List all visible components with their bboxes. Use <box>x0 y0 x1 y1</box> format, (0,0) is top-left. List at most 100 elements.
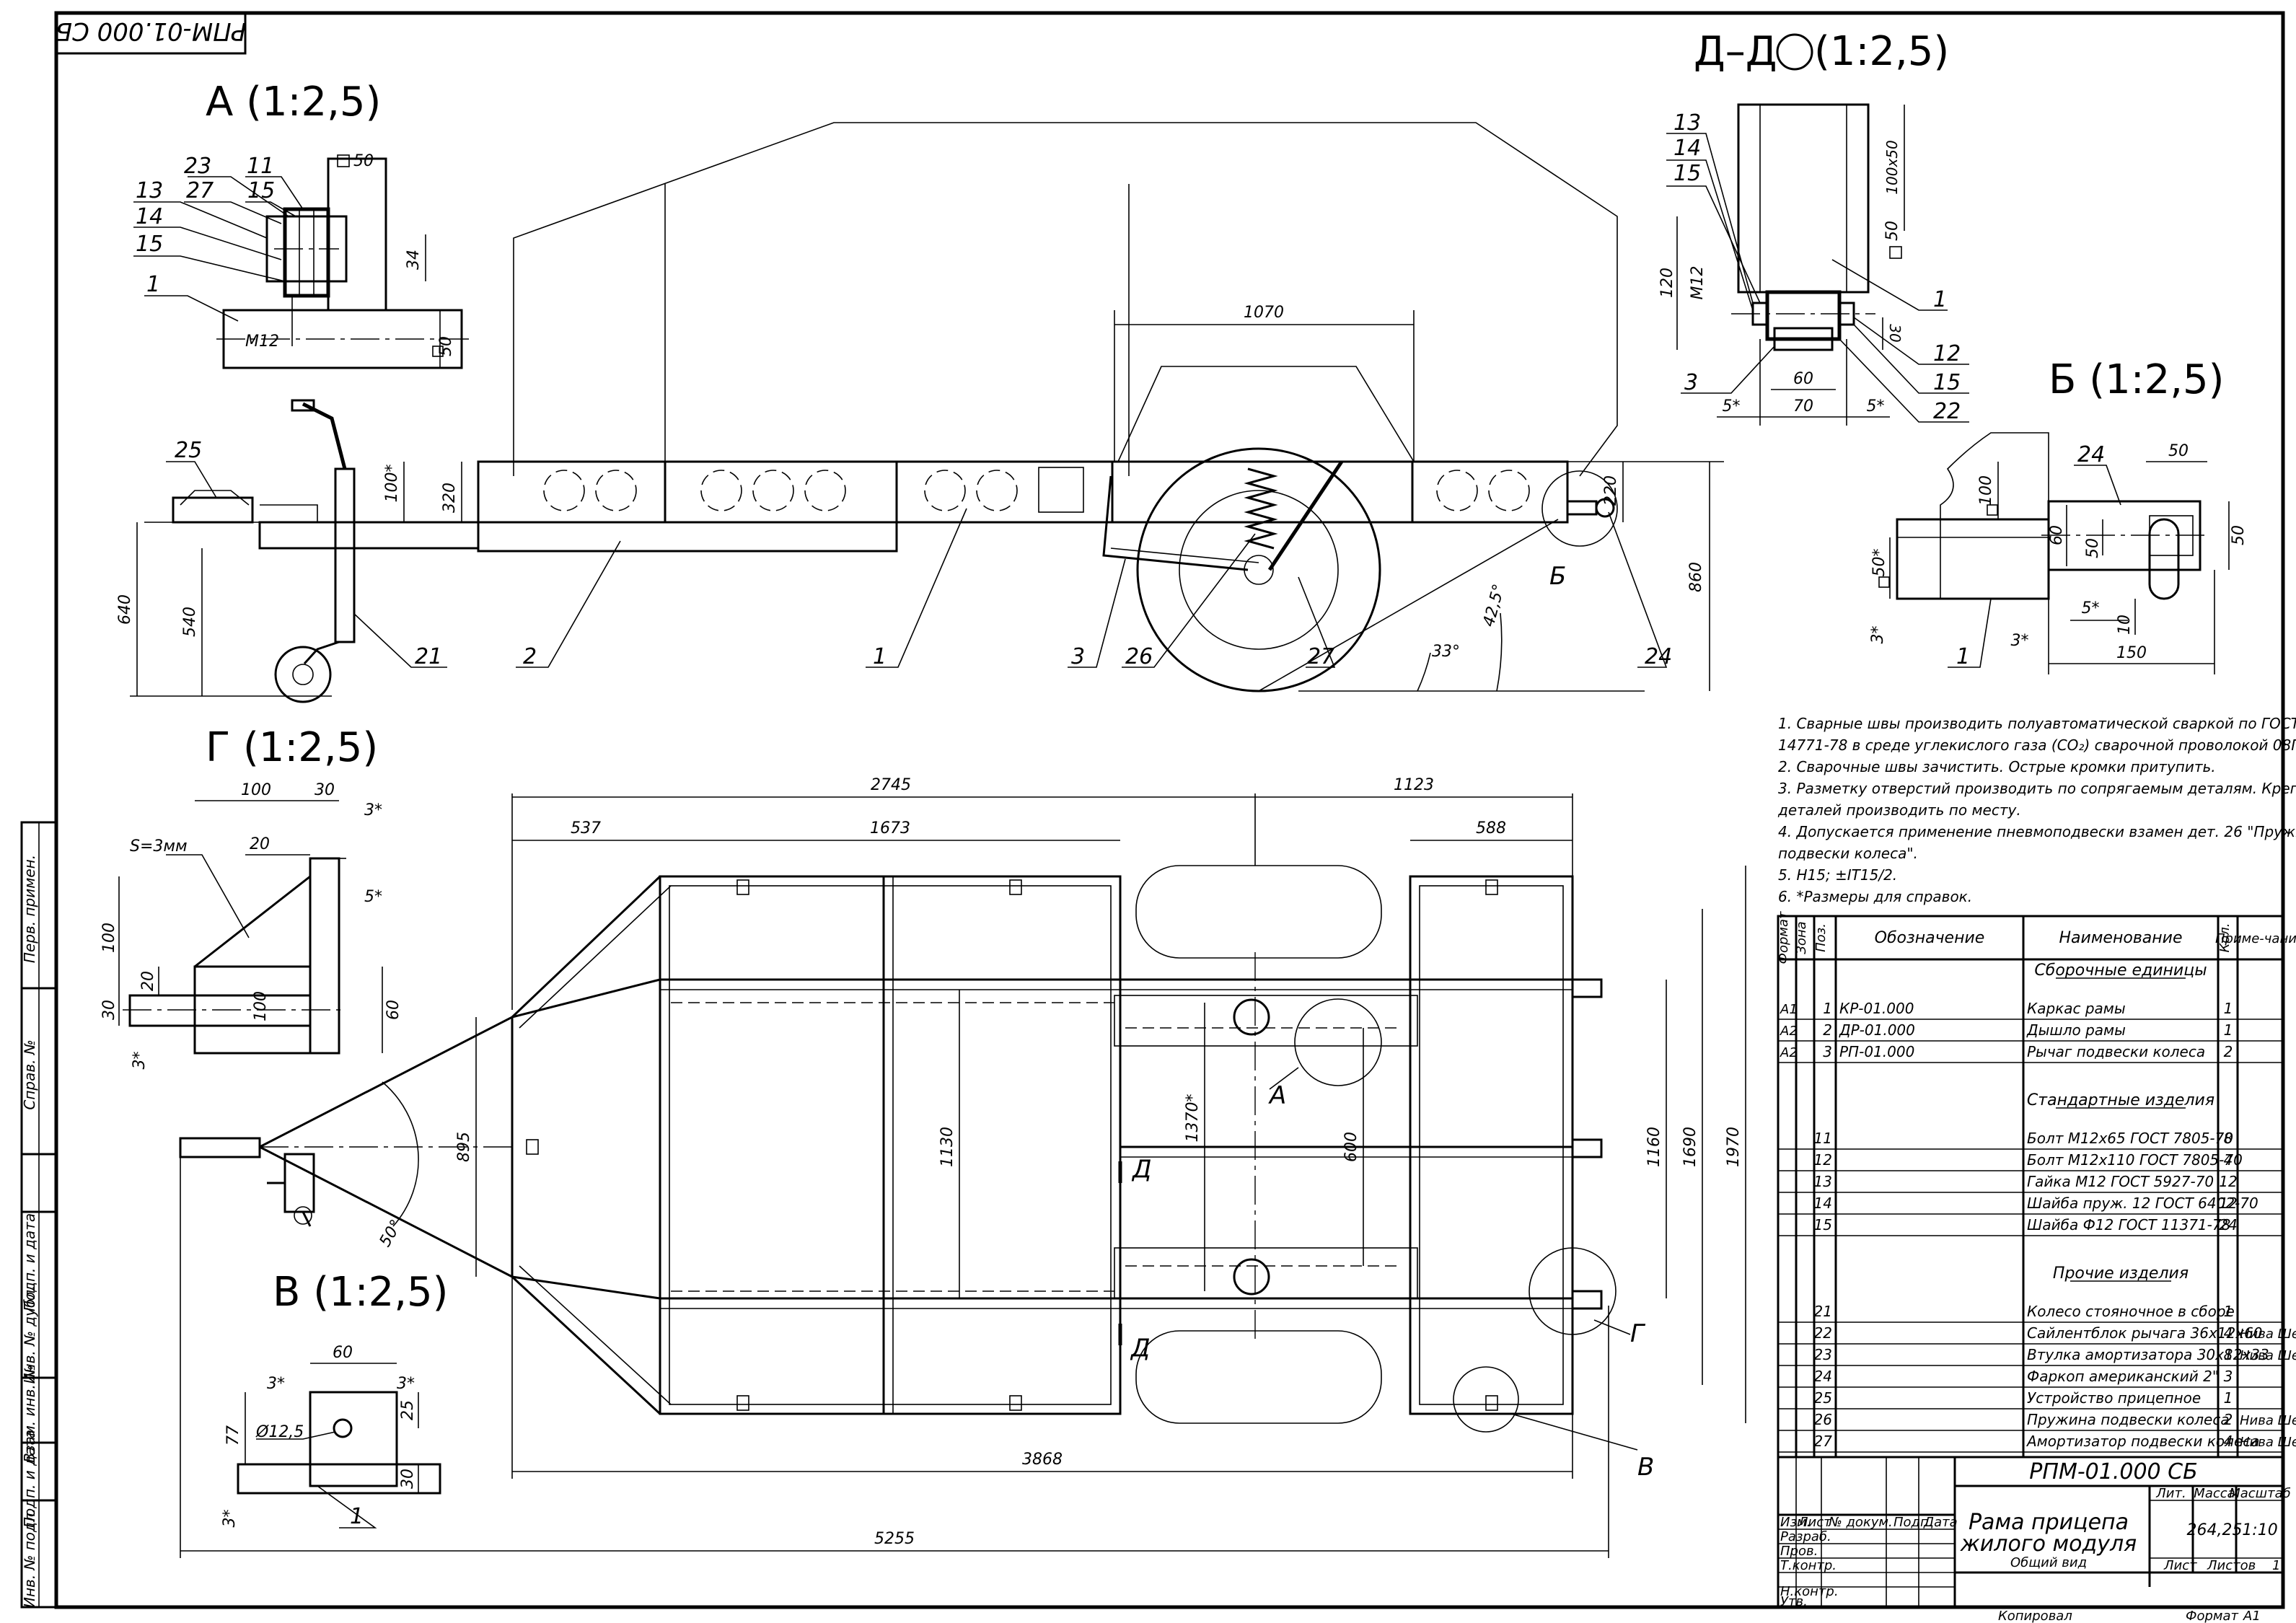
a-pos-15: 15 <box>247 178 275 203</box>
v-dim-25: 25 <box>399 1400 417 1420</box>
title-name-2: жилого модуля <box>1960 1531 2137 1557</box>
dim-1690: 1690 <box>1681 1127 1699 1167</box>
spec-cell-pos: 14 <box>1814 1195 1832 1212</box>
callout-A-plan: А <box>1268 1081 1286 1110</box>
side-pos-2: 2 <box>523 644 537 669</box>
spec-cell-name: Рычаг подвески колеса <box>2027 1043 2205 1060</box>
spec-section-weld: Сборочные единицы <box>2034 962 2207 980</box>
spec-h-zone: Зона <box>1794 921 1809 954</box>
dim-600: 600 <box>1342 1132 1360 1162</box>
spec-cell-qty: 4 <box>2224 1151 2233 1169</box>
b-dim-60: 60 <box>2048 525 2066 545</box>
title-sheets-n: 1 <box>2272 1558 2280 1573</box>
spec-cell-code: ДР-01.000 <box>1839 1021 1915 1039</box>
title-list: Лист <box>1798 1515 1831 1530</box>
spec-cell-qty: 2 <box>2224 1411 2233 1428</box>
view-dd-title-left: Д–Д <box>1694 28 1777 75</box>
spec-h-note: Приме-чание <box>2215 931 2296 946</box>
title-lit: Лит. <box>2155 1486 2186 1501</box>
side-pos-3: 3 <box>1071 644 1085 669</box>
spec-cell-pos: 23 <box>1814 1346 1832 1363</box>
spec-cell-qty: 3 <box>2224 1368 2233 1385</box>
dd-pos-14: 14 <box>1673 136 1701 161</box>
g-dim-3a: 3* <box>364 801 382 819</box>
spec-cell-name: Втулка амортизатора 30х12х33 <box>2027 1346 2269 1363</box>
g-dim-100: 100 <box>241 781 271 799</box>
title-prov: Пров. <box>1780 1544 1818 1559</box>
dd-pos-3: 3 <box>1684 370 1698 395</box>
view-dd: Д–Д (1:2,5) 13 14 15 1 3 12 15 22 100х50… <box>1658 28 1969 426</box>
spec-cell-qty: 12 <box>2219 1195 2237 1212</box>
section-D-top: Д <box>1131 1155 1152 1184</box>
title-data: Дата <box>1923 1515 1958 1530</box>
spec-h-qty: Кол. <box>2217 923 2233 952</box>
strip-sign-date-2: Подп. и дата <box>21 1430 38 1528</box>
b-dim-50-mid: 50 <box>2084 538 2102 558</box>
g-dim-100-left: 100 <box>100 923 118 953</box>
spec-cell-fmt: А2 <box>1780 1024 1798 1039</box>
g-dim-3b: 3* <box>131 1052 149 1070</box>
spec-cell-name: Болт М12х65 ГОСТ 7805-70 <box>2027 1130 2233 1147</box>
a-dim-50-top: 50 <box>353 152 374 170</box>
dim-5255: 5255 <box>874 1530 915 1548</box>
v-dim-3b: 3* <box>397 1375 415 1393</box>
dd-dim-30: 30 <box>1886 324 1904 342</box>
spec-cell-qty: 12 <box>2219 1173 2237 1190</box>
v-dim-30: 30 <box>399 1469 417 1489</box>
view-a-title: А (1:2,5) <box>206 79 381 126</box>
left-strip: Перв. примен. Справ. № Подп. и дата Инв.… <box>20 821 58 1609</box>
title-format: Формат <box>2186 1609 2239 1623</box>
dim-1130: 1130 <box>938 1127 956 1167</box>
spec-cell-qty: 1 <box>2224 1000 2233 1017</box>
spec-cell-qty: 8 <box>2224 1130 2233 1147</box>
dim-540: 540 <box>181 607 199 637</box>
spec-cell-pos: 1 <box>1823 1000 1832 1017</box>
title-izm: Изм. <box>1780 1515 1811 1530</box>
v-dim-60: 60 <box>333 1344 353 1362</box>
g-dim-100-inner: 100 <box>252 991 270 1021</box>
a-pos-13: 13 <box>136 178 163 203</box>
spec-cell-pos: 26 <box>1814 1411 1832 1428</box>
title-utv: Утв. <box>1780 1594 1808 1609</box>
spec-cell-note: Нива Шевр. <box>2240 1327 2296 1342</box>
note-line-3: 2. Сварочные швы зачистить. Острые кромк… <box>1778 758 2216 775</box>
dim-320: 320 <box>441 483 459 513</box>
spec-cell-pos: 3 <box>1823 1043 1832 1060</box>
callout-G-plan: Г <box>1630 1319 1646 1348</box>
a-pos-1: 1 <box>146 272 160 297</box>
dd-pos-22: 22 <box>1933 399 1961 424</box>
spec-cell-name: Болт М12х110 ГОСТ 7805-70 <box>2027 1151 2243 1169</box>
dim-220: 220 <box>1602 475 1620 506</box>
side-view: 1070 320 100* 220 860 640 540 33° 42,5° … <box>116 122 1724 703</box>
view-g: Г (1:2,5) 100 30 3* 20 5* S=3мм 100 20 3… <box>100 724 403 1070</box>
b-dim-10: 10 <box>2116 615 2134 635</box>
spec-cell-name: Устройство прицепное <box>2027 1389 2201 1407</box>
side-pos-26: 26 <box>1125 644 1153 669</box>
spec-cell-qty: 1 <box>2224 1303 2233 1320</box>
a-pos-27: 27 <box>186 178 214 203</box>
spec-cell-pos: 13 <box>1814 1173 1832 1190</box>
side-pos-27: 27 <box>1307 644 1334 669</box>
note-line-7: подвески колеса". <box>1778 845 1918 862</box>
dd-dim-70: 70 <box>1793 397 1813 415</box>
spec-cell-code: РП-01.000 <box>1839 1043 1914 1060</box>
spec-cell-note: Нива Шевр. <box>2240 1413 2296 1428</box>
view-v-title: В (1:2,5) <box>273 1269 448 1316</box>
dim-1123: 1123 <box>1394 776 1434 794</box>
view-dd-title-right: (1:2,5) <box>1814 28 1949 75</box>
title-name-1: Рама прицепа <box>1969 1510 2129 1535</box>
angle-425: 42,5° <box>1480 582 1509 628</box>
spec-cell-qty: 1 <box>2224 1389 2233 1407</box>
spec-cell-name: Дышло рамы <box>2026 1021 2126 1039</box>
spec-cell-pos: 24 <box>1814 1368 1832 1385</box>
spec-cell-name: Гайка М12 ГОСТ 5927-70 <box>2027 1173 2214 1190</box>
view-b-title: Б (1:2,5) <box>2049 356 2224 403</box>
spec-cell-qty: 4 <box>2224 1433 2233 1450</box>
plan-view: А Г В Д Д 2745 1123 537 1673 588 895 113… <box>179 776 1746 1558</box>
dim-3868: 3868 <box>1022 1451 1063 1469</box>
side-pos-25: 25 <box>175 438 202 463</box>
b-dim-50-star: 50* <box>1870 549 1888 577</box>
strip-dup-inv: Инв. № дубл. <box>21 1285 38 1384</box>
dd-pos-1: 1 <box>1933 287 1947 312</box>
note-line-8: 5. Н15; ±IT15/2. <box>1778 866 1897 884</box>
